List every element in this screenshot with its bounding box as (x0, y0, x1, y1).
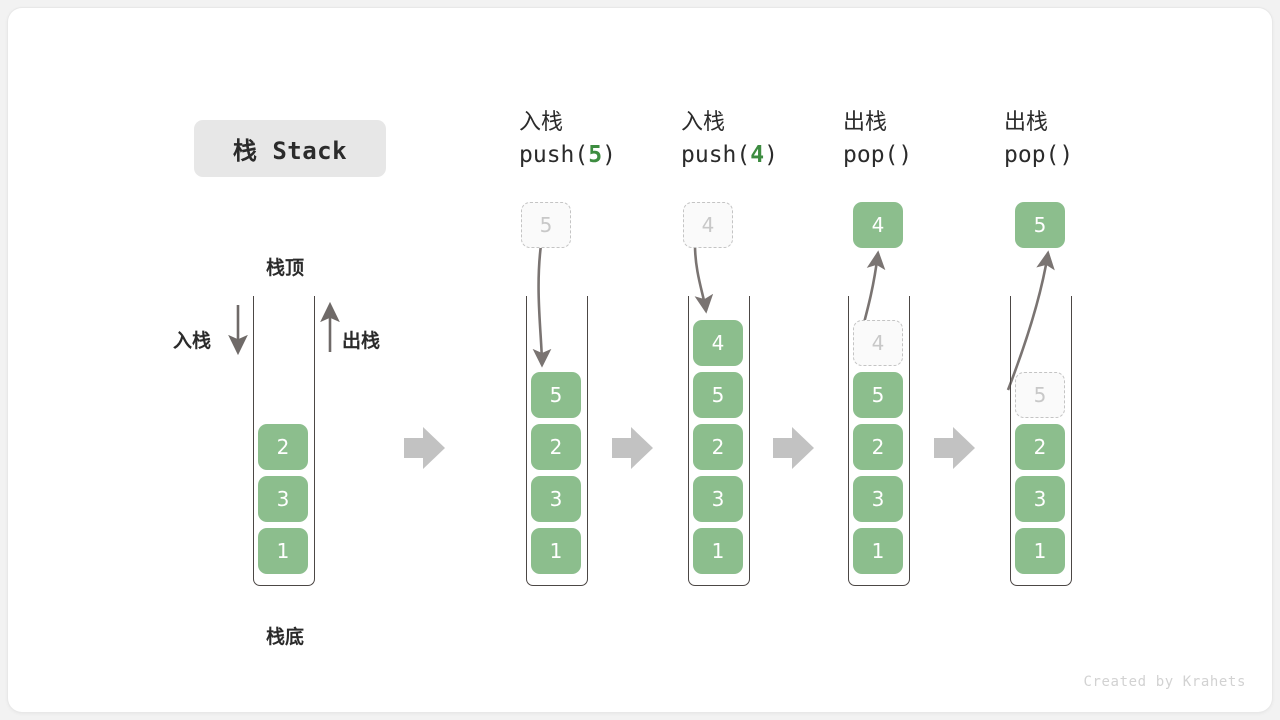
diagram-card: 栈 Stack 栈顶 栈底 入栈 出栈 2 3 1 入栈 push(5) 5 5… (8, 8, 1272, 712)
stack-cell: 1 (693, 528, 743, 574)
stack-container-pop-5 (1010, 296, 1072, 586)
floating-cell-pop-4: 4 (853, 202, 903, 248)
page-title: 栈 Stack (232, 137, 348, 165)
stack-cell: 2 (531, 424, 581, 470)
ghost-top-cell-pop-5: 5 (1015, 372, 1065, 418)
stack-container-push-5 (526, 296, 588, 586)
operation-code-push-5: push(5) (519, 142, 616, 168)
stack-cell: 2 (258, 424, 308, 470)
stack-cell: 3 (1015, 476, 1065, 522)
operation-label-pop-4: 出栈 pop() (843, 108, 912, 172)
stack-cell: 1 (258, 528, 308, 574)
operation-label-pop-5: 出栈 pop() (1004, 108, 1073, 172)
stack-container-push-4 (688, 296, 750, 586)
transition-arrow-1 (404, 427, 445, 469)
stack-container-pop-4 (848, 296, 910, 586)
operation-cn-pop-4: 出栈 (843, 110, 888, 135)
stack-cell: 5 (693, 372, 743, 418)
stack-cell: 3 (693, 476, 743, 522)
floating-cell-push-5: 5 (521, 202, 571, 248)
operation-cn-push-5: 入栈 (519, 110, 564, 135)
diagram-title-chip: 栈 Stack (194, 120, 386, 177)
stack-cell: 5 (853, 372, 903, 418)
pop-side-label: 出栈 (342, 330, 381, 352)
stack-cell: 3 (258, 476, 308, 522)
operation-code-pop-4: pop() (843, 142, 913, 168)
operation-code-push-4: push(4) (681, 142, 778, 168)
arrow-overlay (228, 244, 1055, 469)
stack-cell: 1 (531, 528, 581, 574)
operation-cn-push-4: 入栈 (681, 110, 726, 135)
operation-label-push-5: 入栈 push(5) (519, 108, 616, 172)
stack-container-initial (253, 296, 315, 586)
stack-cell: 2 (1015, 424, 1065, 470)
stack-cell: 4 (693, 320, 743, 366)
stack-cell: 3 (853, 476, 903, 522)
transition-arrow-2 (612, 427, 653, 469)
stack-cell: 1 (853, 528, 903, 574)
floating-cell-push-4: 4 (683, 202, 733, 248)
floating-cell-pop-5: 5 (1015, 202, 1065, 248)
operation-code-pop-5: pop() (1004, 142, 1074, 168)
credit-label: Created by Krahets (1083, 674, 1246, 690)
stack-cell: 3 (531, 476, 581, 522)
operation-cn-pop-5: 出栈 (1004, 110, 1049, 135)
push-side-label: 入栈 (173, 330, 212, 352)
transition-arrow-3 (773, 427, 814, 469)
stack-cell: 2 (693, 424, 743, 470)
operation-label-push-4: 入栈 push(4) (681, 108, 778, 172)
stack-cell: 2 (853, 424, 903, 470)
transition-arrow-4 (934, 427, 975, 469)
stack-top-label: 栈顶 (266, 257, 305, 279)
stack-cell: 1 (1015, 528, 1065, 574)
ghost-top-cell-pop-4: 4 (853, 320, 903, 366)
stack-cell: 5 (531, 372, 581, 418)
stack-bottom-label: 栈底 (266, 626, 305, 648)
